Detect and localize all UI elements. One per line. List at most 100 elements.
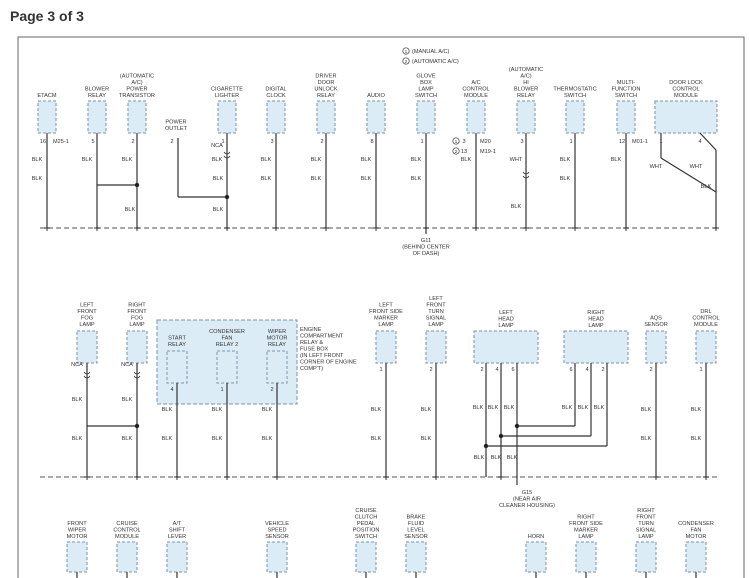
ground-g15-label: CLEANER HOUSING) <box>499 503 555 509</box>
door-lock-control-module-label: CONTROL <box>672 87 699 93</box>
a-t-shift-lever-box <box>166 541 188 573</box>
condenser-fan-motor-label: CONDENSER <box>678 521 714 527</box>
ground-node <box>473 227 479 231</box>
wire-color-label: BLK <box>212 157 223 163</box>
right-front-turn-signal-lamp-label: SIGNAL <box>636 528 657 534</box>
pin-number: 4 <box>170 387 173 393</box>
automatic-a-c-hi-blower-relay-box <box>516 100 536 134</box>
a-t-shift-lever-label: A/T <box>173 521 182 527</box>
brake-fluid-level-sensor-box <box>405 541 427 573</box>
wire-color-label: BLK <box>474 455 485 461</box>
driver-door-unlock-relay-label: RELAY <box>317 93 335 99</box>
pin-number: 2 <box>480 367 483 373</box>
automatic-a-c-hi-blower-relay-label: A/C) <box>520 74 531 80</box>
cruise-clutch-pedal-position-switch-label: CRUISE <box>355 508 376 514</box>
a-c-control-module-label: A/C <box>471 80 480 86</box>
multi-function-switch-label: MULTI- <box>617 80 635 86</box>
driver-door-unlock-relay-label: UNLOCK <box>314 87 338 93</box>
audio-label: AUDIO <box>367 93 385 99</box>
left-front-side-marker-lamp-label: LEFT <box>379 303 393 309</box>
ground-node <box>224 476 230 480</box>
ground-g11-label: OF DASH) <box>413 251 440 257</box>
driver-door-unlock-relay-label: DOOR <box>318 80 335 86</box>
wiper-motor-relay-box <box>266 350 288 384</box>
engine-fuse-box-label: FUSE BOX <box>300 347 329 353</box>
engine-fuse-box-label: ENGINE <box>300 327 322 333</box>
thermostatic-switch-box <box>565 100 585 134</box>
circled-number <box>402 57 410 65</box>
ground-node <box>44 227 50 231</box>
cruise-clutch-pedal-position-switch-label: POSITION <box>353 528 380 534</box>
condenser-fan-relay-2-box <box>216 350 238 384</box>
splice-dot <box>134 423 140 429</box>
right-front-side-marker-lamp-label: FRONT SIDE <box>569 521 603 527</box>
wire-color-label: BLK <box>122 397 133 403</box>
connector-id: M01-1 <box>632 139 648 145</box>
wiper-motor-relay-label: RELAY <box>268 342 286 348</box>
multi-function-switch-label: SWITCH <box>615 93 637 99</box>
wire-color-label: BLK <box>701 184 712 190</box>
nca-label: NCA <box>211 143 223 149</box>
wire-color-label: BLK <box>82 157 93 163</box>
wire-color-label: BLK <box>72 436 83 442</box>
horn-label: HORN <box>528 534 544 540</box>
wire-color-label: BLK <box>578 405 589 411</box>
automatic-a-c-hi-blower-relay-label: (AUTOMATIC <box>509 67 543 73</box>
pin-number: 8 <box>370 139 373 145</box>
automatic-a-c-power-transistor-label: (AUTOMATIC <box>120 74 154 80</box>
automatic-a-c-hi-blower-relay-label: HI <box>523 80 529 86</box>
right-front-side-marker-lamp-label: RIGHT <box>577 515 595 521</box>
ground-node <box>572 227 578 231</box>
glove-box-lamp-switch-label: SWITCH <box>415 93 437 99</box>
wire-color-label: BLK <box>262 407 273 413</box>
vehicle-speed-sensor-label: SPEED <box>268 528 287 534</box>
thermostatic-switch-label: THERMOSTATIC <box>553 87 596 93</box>
pin-number: 1 <box>699 367 702 373</box>
left-front-fog-lamp-label: LEFT <box>80 303 94 309</box>
horn-box <box>525 541 547 573</box>
a-t-shift-lever-label: SHIFT <box>169 528 186 534</box>
etacm-box <box>37 100 57 134</box>
left-front-turn-signal-lamp-label: FRONT <box>426 303 446 309</box>
thermostatic-switch-label: SWITCH <box>564 93 586 99</box>
pin-number: 5 <box>91 139 94 145</box>
left-front-turn-signal-lamp-box <box>425 330 447 364</box>
condenser-fan-motor-box <box>685 541 707 573</box>
ground-node <box>323 227 329 231</box>
engine-fuse-box-label: (IN LEFT FRONT <box>300 353 344 359</box>
door-lock-control-module-label: DOOR LOCK <box>669 80 703 86</box>
ground-node <box>383 476 389 480</box>
automatic-a-c-power-transistor-box <box>127 100 147 134</box>
wire-color-label: BLK <box>641 407 652 413</box>
glove-box-lamp-switch-label: BOX <box>420 80 432 86</box>
left-front-fog-lamp-box <box>76 330 98 364</box>
aqs-sensor-label: AQS <box>650 316 662 322</box>
wire-color-label: BLK <box>262 436 273 442</box>
power-outlet-label: POWER <box>165 120 186 126</box>
right-front-turn-signal-lamp-label: FRONT <box>636 515 656 521</box>
drl-control-module-box <box>695 330 717 364</box>
pin-number: 2 <box>429 367 432 373</box>
automatic-a-c-hi-blower-relay-label: RELAY <box>517 93 535 99</box>
right-head-lamp-label: HEAD <box>588 317 604 323</box>
vehicle-speed-sensor-label: SENSOR <box>265 534 289 540</box>
start-relay-label: RELAY <box>168 342 186 348</box>
brake-fluid-level-sensor-label: SENSOR <box>404 534 428 540</box>
right-front-side-marker-lamp-box <box>575 541 597 573</box>
left-head-lamp-box <box>473 330 539 364</box>
ground-node <box>134 227 140 231</box>
wire-color-label: BLK <box>371 407 382 413</box>
pin-number: 1 <box>420 139 423 145</box>
ground-g11-label: G11 <box>421 238 431 244</box>
condenser-fan-relay-2-label: RELAY 2 <box>216 342 239 348</box>
pin-number: 2 <box>270 387 273 393</box>
wire-color-label: BLK <box>473 405 484 411</box>
wire-color-label: BLK <box>411 176 422 182</box>
drl-control-module-label: MODULE <box>694 322 718 328</box>
wire-color-label: BLK <box>421 407 432 413</box>
wire-color-label: WHT <box>510 157 523 163</box>
pin-number: 1 <box>221 139 224 145</box>
glove-box-lamp-switch-label: GLOVE <box>416 74 436 80</box>
left-front-turn-signal-lamp-label: SIGNAL <box>426 316 447 322</box>
